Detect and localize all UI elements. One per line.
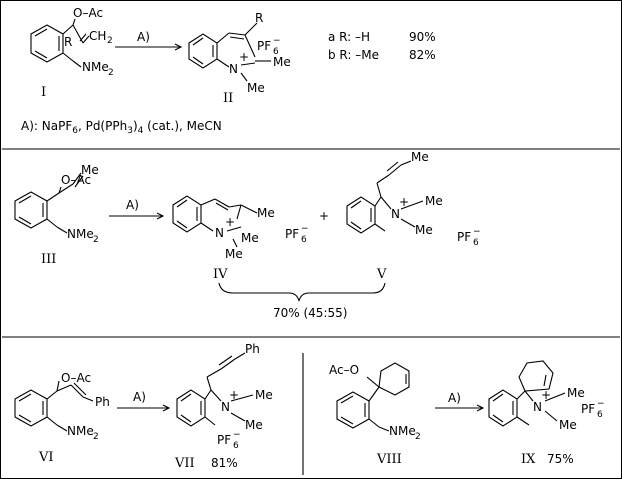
compound-II-structure (188, 22, 271, 82)
compound-V-pf6-charge: − (473, 227, 481, 237)
compound-IX-me-2: Me (559, 418, 577, 432)
compound-III-nme2: NMe (67, 227, 94, 241)
compound-V-n: N (391, 207, 400, 221)
compound-II-me-1: Me (273, 55, 291, 69)
compound-I-oac: O–Ac (73, 6, 103, 20)
compound-IX-structure (488, 360, 566, 427)
compound-IV-pf6: PF (285, 227, 299, 241)
reaction-arrow-3-label: A) (133, 390, 146, 404)
compound-II-me-2: Me (247, 81, 265, 95)
compound-VIII-structure (336, 362, 410, 432)
product-ratio-bracket (218, 282, 386, 302)
reaction-arrow-1-head (174, 43, 183, 51)
compound-II-label: II (223, 91, 233, 106)
compound-IX-pf6-sub: 6 (597, 410, 603, 420)
compound-V-label: V (376, 267, 387, 282)
compound-IV-structure (172, 195, 258, 248)
compound-I-r: R (64, 35, 72, 49)
yield-IV-V: 70% (45:55) (273, 306, 347, 320)
compound-IX-me-1: Me (567, 386, 585, 400)
compound-II-pf6-charge: − (273, 36, 281, 46)
compound-V-me-2: Me (415, 223, 433, 237)
reaction-conditions: A): NaPF6, Pd(PPh3)4 (cat.), MeCN (21, 119, 222, 136)
reaction-arrow-4-label: A) (448, 391, 461, 405)
compound-II-pf6: PF (257, 39, 271, 53)
compound-II-pf6-sub: 6 (273, 47, 279, 57)
compound-V-structure (346, 160, 424, 234)
compound-IV-n: N (215, 226, 224, 240)
compound-VII-structure (176, 352, 254, 427)
compound-I-ch2: CH (89, 29, 106, 43)
compound-IV-me-1: Me (257, 206, 275, 220)
compound-VI-structure (14, 380, 94, 432)
yield-IX: 75% (547, 452, 574, 466)
compound-IX-n: N (533, 400, 542, 414)
compound-IV-me-3: Me (225, 247, 243, 261)
compound-VII-pf6: PF (217, 433, 231, 447)
compound-VI-ph: Ph (95, 395, 110, 409)
plus-sign: + (319, 209, 329, 223)
compound-III-oac: O–Ac (61, 173, 91, 187)
compound-IX-plus: + (541, 388, 551, 402)
substituent-b-yield: 82% (409, 48, 436, 62)
compound-I-label: I (41, 85, 46, 100)
substituent-b: b R: –Me (328, 48, 379, 62)
compound-IV-me-2: Me (241, 231, 259, 245)
compound-VI-nme2: NMe (67, 424, 94, 438)
compound-V-me-vinyl: Me (411, 150, 429, 164)
compound-IX-pf6: PF (581, 402, 595, 416)
compound-IV-plus: + (225, 215, 235, 229)
compound-I-nme2-sub: 2 (108, 68, 114, 78)
compound-IX-pf6-charge: − (597, 399, 605, 409)
compound-IX-label: IX (521, 452, 536, 467)
compound-VII-n: N (221, 400, 230, 414)
compound-III-label: III (41, 252, 56, 267)
compound-IV-label: IV (213, 267, 228, 282)
compound-VII-label: VII (174, 456, 195, 471)
compound-III-nme2-sub: 2 (93, 235, 99, 245)
compound-V-pf6: PF (457, 230, 471, 244)
reaction-arrow-4-head (476, 404, 485, 412)
compound-VII-plus: + (229, 388, 239, 402)
compound-VII-pf6-charge: − (233, 430, 241, 440)
compound-VI-label: VI (38, 450, 54, 465)
yield-VII: 81% (211, 456, 238, 470)
reaction-arrow-2-head (156, 212, 165, 220)
compound-III-structure (14, 172, 84, 234)
compound-I-nme2: NMe (82, 60, 109, 74)
compound-VII-me-1: Me (255, 388, 273, 402)
compound-VIII-nme2-sub: 2 (415, 432, 421, 442)
compound-VII-pf6-sub: 6 (233, 441, 239, 451)
compound-V-me-1: Me (425, 194, 443, 208)
compound-V-plus: + (399, 195, 409, 209)
compound-VIII-aco: Ac–O (329, 363, 359, 377)
compound-V-pf6-sub: 6 (473, 238, 479, 248)
compound-I-structure (30, 18, 90, 68)
compound-VII-ph: Ph (245, 342, 260, 356)
reaction-arrow-1-label: A) (137, 30, 150, 44)
substituent-a: a R: –H (328, 30, 370, 44)
compound-II-r: R (255, 11, 263, 25)
reaction-arrow-3-head (162, 404, 171, 412)
compound-III-me: Me (81, 163, 99, 177)
compound-II-n: N (229, 62, 238, 76)
compound-VI-oac: O–Ac (61, 371, 91, 385)
compound-VI-nme2-sub: 2 (93, 432, 99, 442)
compound-VIII-nme2: NMe (389, 424, 416, 438)
compound-VIII-label: VIII (376, 452, 402, 467)
reaction-arrow-2-label: A) (126, 198, 139, 212)
compound-VII-me-2: Me (245, 418, 263, 432)
compound-IV-pf6-charge: − (301, 224, 309, 234)
compound-IV-pf6-sub: 6 (301, 235, 307, 245)
compound-I-ch2-sub: 2 (107, 36, 113, 46)
substituent-a-yield: 90% (409, 30, 436, 44)
compound-II-plus: + (239, 50, 249, 64)
